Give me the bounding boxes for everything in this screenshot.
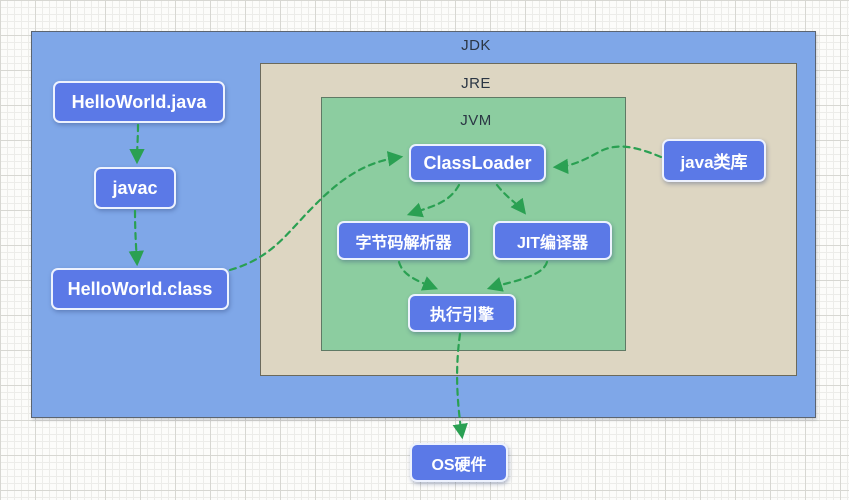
- node-classloader: ClassLoader: [409, 144, 546, 182]
- node-jit-compiler-label: JIT编译器: [516, 234, 589, 252]
- node-helloworld-java-label: HelloWorld.java: [71, 91, 207, 112]
- node-execution-engine: 执行引擎: [408, 294, 516, 332]
- node-bytecode-parser: 字节码解析器: [337, 221, 470, 260]
- node-java-class-library: java类库: [662, 139, 766, 182]
- node-jit-compiler: JIT编译器: [493, 221, 612, 260]
- jre-label: JRE: [461, 75, 491, 92]
- node-javac-label: javac: [112, 177, 158, 198]
- node-java-class-library-label: java类库: [680, 153, 748, 172]
- node-execution-engine-label: 执行引擎: [429, 307, 494, 324]
- jvm-label: JVM: [460, 112, 492, 129]
- node-classloader-label: ClassLoader: [423, 152, 532, 173]
- node-os-hardware: OS硬件: [410, 443, 508, 482]
- node-os-hardware-label: OS硬件: [431, 456, 487, 474]
- node-bytecode-parser-label: 字节码解析器: [355, 234, 452, 252]
- jdk-label: JDK: [461, 37, 491, 54]
- node-helloworld-class-label: HelloWorld.class: [67, 278, 213, 299]
- node-helloworld-java: HelloWorld.java: [53, 81, 225, 123]
- node-javac: javac: [94, 167, 176, 209]
- node-helloworld-class: HelloWorld.class: [51, 268, 229, 310]
